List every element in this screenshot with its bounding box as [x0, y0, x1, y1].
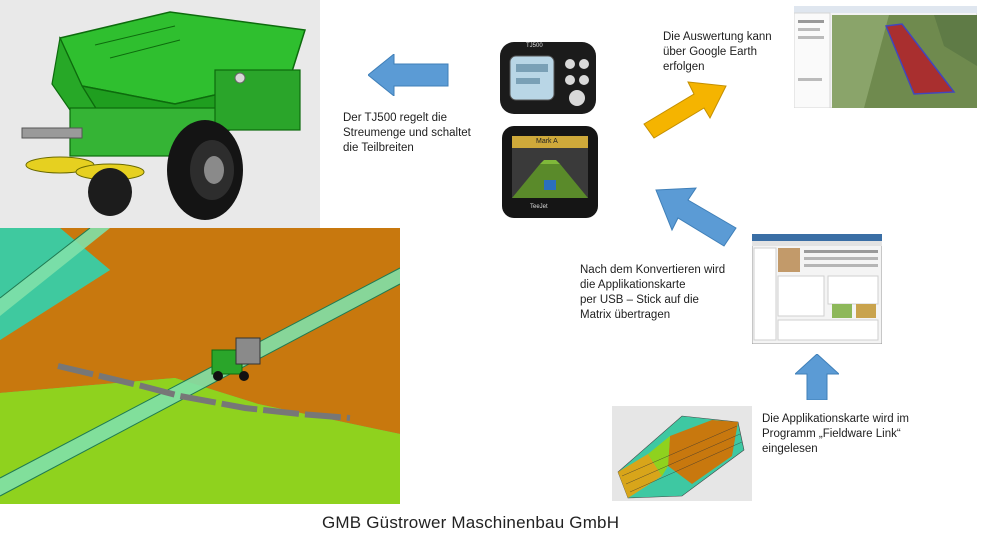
application-map-3d [612, 406, 752, 501]
caption-usb-transfer: Nach dem Konvertieren wird die Applikati… [580, 264, 726, 321]
google-earth-screenshot [794, 6, 977, 108]
controller-tj500: TJ500 [498, 40, 598, 116]
arrow-up-right-icon [640, 78, 730, 142]
arrow-left-icon [368, 54, 450, 96]
matrix-brand-label: TeeJet [530, 204, 548, 210]
spreader-render [0, 0, 320, 228]
footer-company: GMB Güstrower Maschinenbau GmbH [322, 513, 620, 532]
caption-tj500: Der TJ500 regelt die Streumenge und scha… [343, 112, 471, 154]
matrix-display: Mark A TeeJet [500, 124, 600, 220]
arrow-up-icon [795, 354, 839, 400]
fieldware-link-screenshot [752, 234, 882, 344]
controller-brand-label: TJ500 [526, 43, 543, 49]
matrix-field-label: Mark A [536, 138, 558, 145]
arrow-up-left-icon [652, 184, 738, 248]
caption-fieldware: Die Applikationskarte wird im Programm „… [762, 413, 910, 455]
field-application-map [0, 228, 400, 504]
caption-google-earth: Die Auswertung kann über Google Earth er… [663, 31, 772, 73]
